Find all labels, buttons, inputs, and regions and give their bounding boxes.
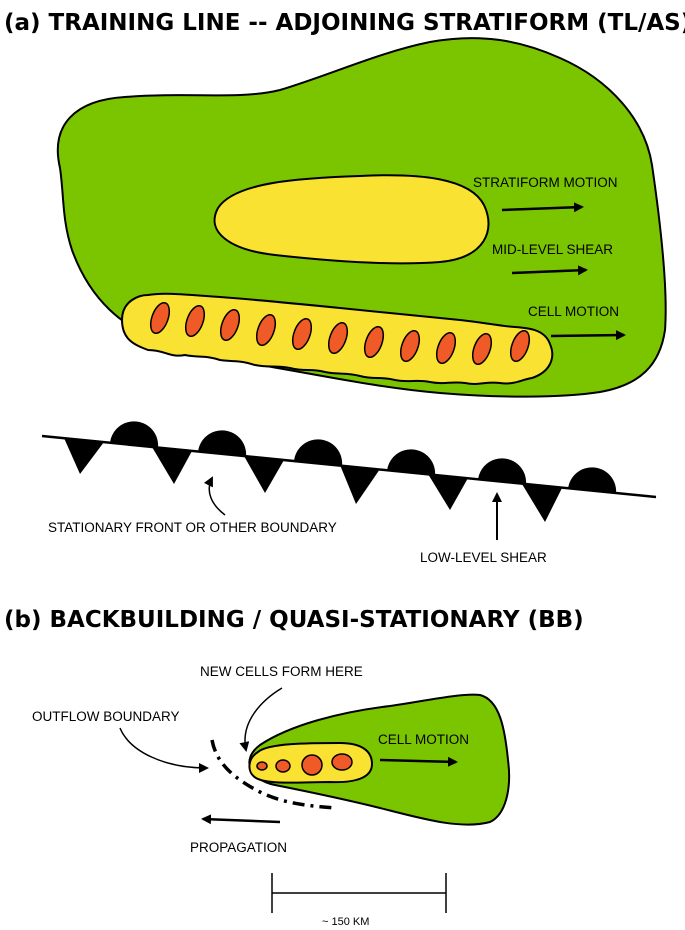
convective-cell xyxy=(435,331,457,365)
mid-level-shear-label: MID-LEVEL SHEAR xyxy=(492,242,613,257)
stationary-front xyxy=(41,421,657,522)
cold-front-symbol xyxy=(522,484,562,522)
stratiform-core xyxy=(213,174,490,265)
cell-motion-arrow xyxy=(550,330,626,341)
convective-cell xyxy=(363,325,385,359)
mid-level-shear-arrow xyxy=(511,265,588,276)
convective-cell xyxy=(275,759,291,773)
outflow-boundary-arrow xyxy=(119,727,209,773)
outflow-boundary-label: OUTFLOW BOUNDARY xyxy=(32,709,180,724)
convective-cell xyxy=(331,753,353,771)
cold-front-symbol xyxy=(244,456,284,493)
bb-convective-cells xyxy=(256,753,353,776)
warm-front-symbol xyxy=(294,439,343,466)
convective-cell xyxy=(255,313,277,347)
propagation-label: PROPAGATION xyxy=(190,840,287,855)
warm-front-symbol xyxy=(568,467,617,494)
new-cells-arrow xyxy=(239,687,283,752)
convective-cell xyxy=(149,301,171,335)
bb-cell-motion-arrow xyxy=(379,756,458,767)
convective-cell xyxy=(256,761,268,771)
scale-label: ~ 150 KM xyxy=(322,916,369,928)
bb-cell-motion-label: CELL MOTION xyxy=(378,732,469,747)
convective-cell xyxy=(327,321,349,355)
propagation-arrow xyxy=(201,814,281,825)
front-callout-arrow xyxy=(203,476,226,516)
scale-bar xyxy=(271,873,447,913)
panel-b-title: (b) BACKBUILDING / QUASI-STATIONARY (BB) xyxy=(4,607,584,633)
cold-front-symbol xyxy=(64,438,104,474)
convective-cell xyxy=(509,329,531,363)
stratiform-motion-label: STRATIFORM MOTION xyxy=(473,175,618,190)
outflow-boundary-line xyxy=(210,739,337,810)
convective-cell xyxy=(184,304,206,338)
warm-front-symbol xyxy=(387,449,436,476)
new-cells-label: NEW CELLS FORM HERE xyxy=(200,664,363,679)
low-level-shear-label: LOW-LEVEL SHEAR xyxy=(420,550,547,565)
convective-cell xyxy=(301,754,323,776)
front-label: STATIONARY FRONT OR OTHER BOUNDARY xyxy=(48,520,337,535)
convective-cell xyxy=(471,332,493,366)
bb-stratiform-region xyxy=(248,693,511,826)
convective-cell xyxy=(291,317,313,351)
convective-cell xyxy=(219,308,241,342)
cold-front-symbol xyxy=(152,447,192,484)
stratiform-motion-arrow xyxy=(501,202,584,213)
warm-front-symbol xyxy=(478,458,527,485)
cold-front-symbol xyxy=(428,474,468,510)
warm-front-symbol xyxy=(198,430,247,457)
warm-front-symbol xyxy=(110,421,159,448)
convective-cell xyxy=(399,329,421,363)
cell-motion-label: CELL MOTION xyxy=(528,304,619,319)
cold-front-symbol xyxy=(340,465,380,504)
panel-a-title: (a) TRAINING LINE -- ADJOINING STRATIFOR… xyxy=(4,10,685,36)
convective-cells xyxy=(149,301,531,366)
